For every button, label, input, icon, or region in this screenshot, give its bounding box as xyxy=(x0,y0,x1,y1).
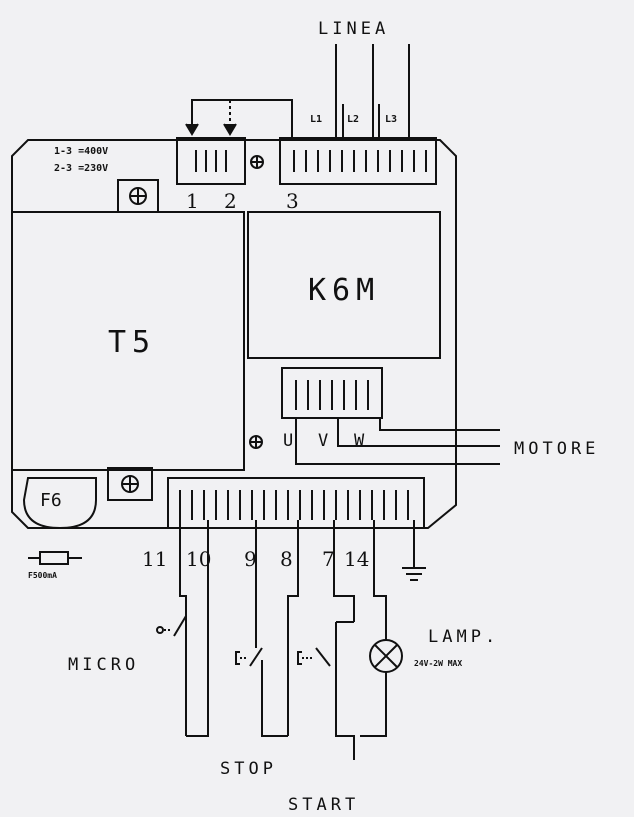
terminal-14-label: 14 xyxy=(344,547,369,571)
v-label: V xyxy=(318,431,328,451)
fuse-holder-label: F6 xyxy=(40,490,62,511)
u-label: U xyxy=(283,431,293,451)
wire-terminal-10 xyxy=(186,520,209,737)
control-terminal-block xyxy=(167,477,425,529)
transformer-t5 xyxy=(11,211,245,471)
terminal-2-label: 2 xyxy=(224,189,237,213)
terminal-8-label: 8 xyxy=(280,547,293,571)
motor-ground-screw-icon xyxy=(249,435,263,449)
linea-label: LINEA xyxy=(318,19,389,39)
transformer-screw-icon xyxy=(129,187,147,205)
terminal-11-label: 11 xyxy=(142,547,167,571)
start-switch-icon xyxy=(297,621,354,667)
stop-label: STOP xyxy=(220,759,277,779)
motor-wire-v xyxy=(337,418,500,447)
fuse-holder-f6 xyxy=(22,477,97,530)
ground-screw-icon xyxy=(250,155,264,169)
transformer-label: T5 xyxy=(108,325,156,360)
jumper-wire xyxy=(191,99,293,140)
stop-switch-icon xyxy=(235,624,263,667)
voltage-terminal-pins xyxy=(195,150,227,172)
w-label: W xyxy=(354,431,365,451)
ground-icon xyxy=(402,520,426,581)
l3-label: L3 xyxy=(385,114,397,125)
jumper-arrow-2 xyxy=(223,123,237,136)
voltage-230-label: 2-3 =230V xyxy=(54,163,108,174)
terminal-10-label: 10 xyxy=(186,547,211,571)
motor-terminal-pins xyxy=(295,380,369,410)
lamp-icon xyxy=(369,639,403,673)
fuse-icon xyxy=(28,551,82,565)
line-terminal-block xyxy=(279,137,437,185)
bottom-screw-icon xyxy=(121,475,139,493)
l1-label: L1 xyxy=(310,114,322,125)
fuse-rating-label: F500mA xyxy=(28,571,57,580)
lamp-spec-label: 24V-2W MAX xyxy=(414,659,462,668)
motor-terminal-block xyxy=(281,367,383,419)
motor-wire-u xyxy=(295,418,500,465)
start-label: START xyxy=(288,795,359,815)
motore-label: MOTORE xyxy=(514,439,599,459)
jumper-arrow-1 xyxy=(185,123,199,136)
contactor-label: K6M xyxy=(308,273,380,308)
wire-lamp-bottom xyxy=(360,672,387,737)
terminal-1-label: 1 xyxy=(186,189,199,213)
wire-terminal-8 xyxy=(287,520,299,736)
bottom-screw-box xyxy=(107,467,153,501)
wire-terminal-11 xyxy=(179,520,187,736)
terminal-7-label: 7 xyxy=(322,547,335,571)
voltage-terminal-block xyxy=(176,137,246,185)
motor-wire-w xyxy=(379,418,500,431)
control-terminal-pins xyxy=(179,490,409,520)
contactor-k6m xyxy=(247,211,441,359)
wire-start-bottom xyxy=(335,650,355,760)
lamp-label: LAMP. xyxy=(428,627,499,647)
wire-stop-bottom xyxy=(261,660,288,737)
micro-label: MICRO xyxy=(68,655,139,675)
line-terminal-pins xyxy=(293,150,427,172)
micro-switch-icon xyxy=(156,615,187,637)
wire-terminal-14 xyxy=(373,520,387,640)
terminal-3-label: 3 xyxy=(286,189,299,213)
voltage-400-label: 1-3 =400V xyxy=(54,146,108,157)
terminal-9-label: 9 xyxy=(244,547,257,571)
wire-terminal-7 xyxy=(333,520,355,622)
l2-label: L2 xyxy=(347,114,359,125)
